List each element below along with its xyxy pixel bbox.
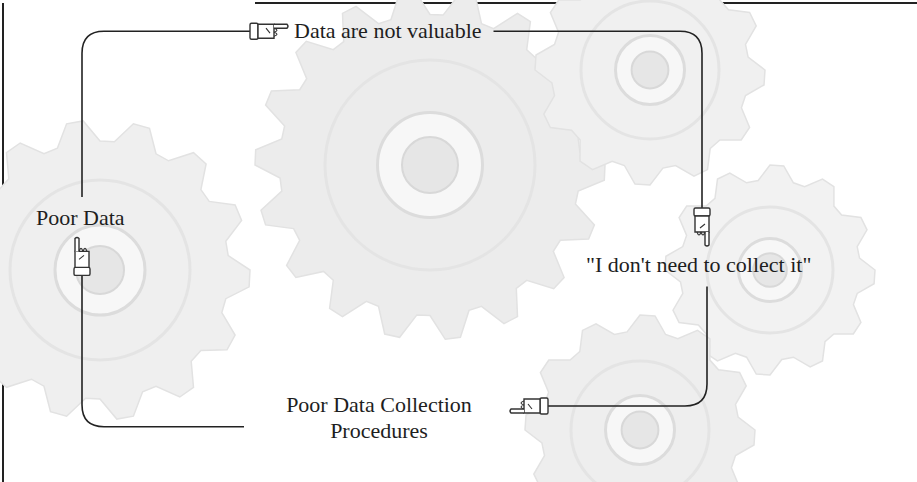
cycle-step: Poor Data Collection Procedures bbox=[250, 390, 508, 447]
gear bbox=[525, 315, 755, 482]
gear bbox=[0, 121, 250, 419]
cycle-connector bbox=[82, 23, 288, 197]
cycle-connector bbox=[510, 286, 707, 414]
cycle-connector bbox=[494, 31, 710, 246]
step-label: Poor Data Collection Procedures bbox=[254, 392, 504, 445]
step-label: "I don't need to collect it" bbox=[586, 252, 811, 278]
pointing-hand bbox=[250, 23, 288, 39]
cycle-step: "I don't need to collect it" bbox=[582, 250, 815, 280]
step-label: Data are not valuable bbox=[294, 18, 482, 44]
step-label: Poor Data bbox=[36, 205, 125, 231]
pointing-hand bbox=[510, 398, 548, 414]
pointing-hand bbox=[694, 208, 710, 246]
pointing-hand bbox=[74, 237, 90, 275]
gear bbox=[535, 0, 765, 185]
cycle-step: Poor Data bbox=[32, 203, 129, 233]
cycle-connector bbox=[74, 237, 244, 426]
cycle-step: Data are not valuable bbox=[290, 16, 486, 46]
